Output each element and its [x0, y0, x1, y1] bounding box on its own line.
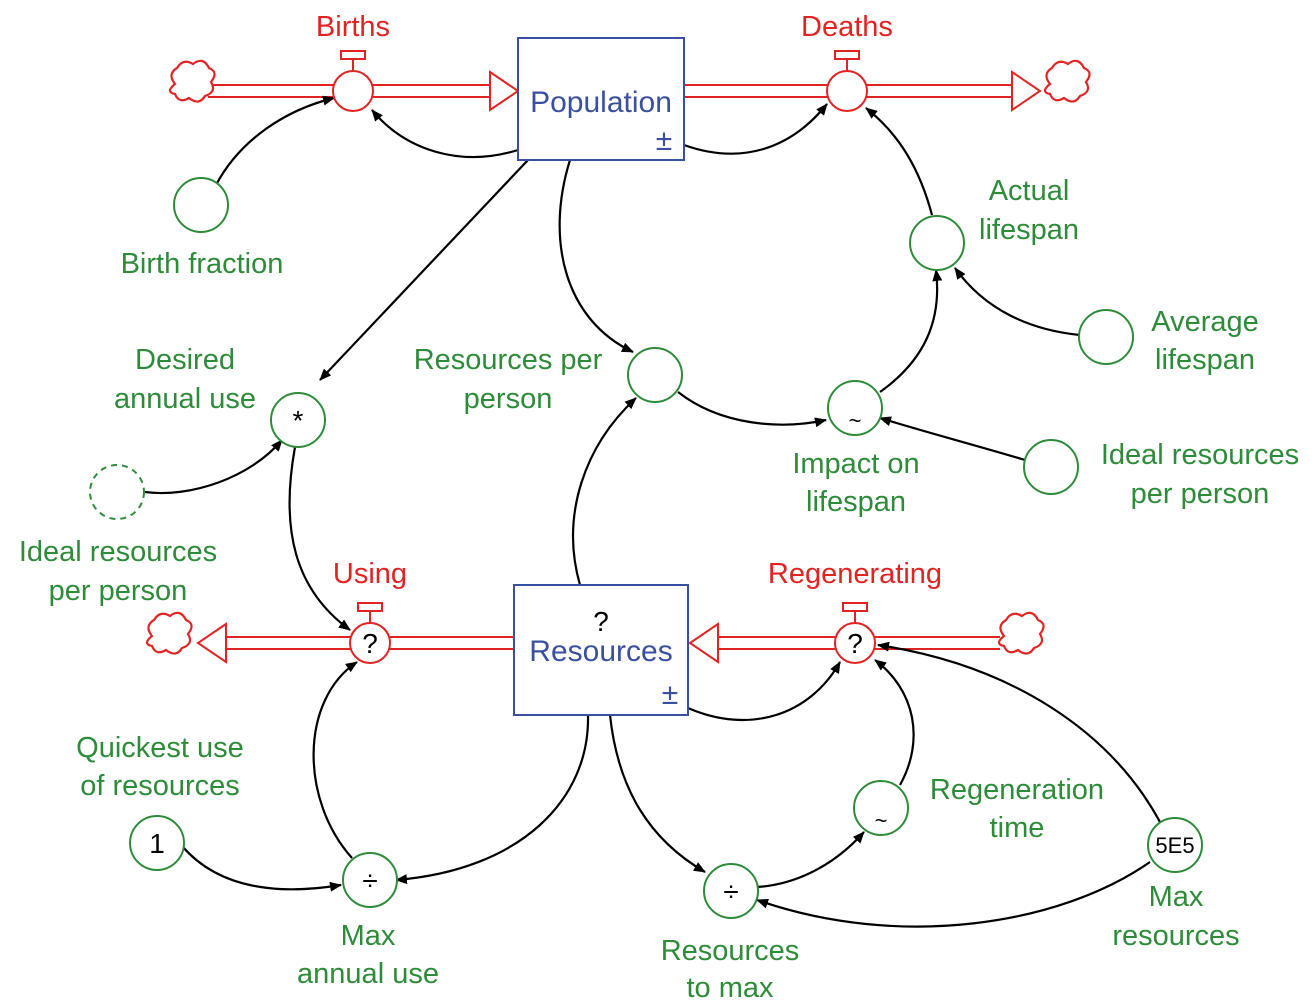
population-flag: ±	[656, 124, 672, 157]
resources-per-person-variable[interactable]: Resources per person	[414, 344, 683, 415]
quickest-use-label-1: Quickest use	[76, 732, 244, 764]
max-resources-label-1: Max	[1149, 881, 1204, 913]
resources-to-max-label-1: Resources	[661, 935, 800, 967]
max-resources-label-2: resources	[1112, 920, 1239, 952]
ideal-resources-shadow-label-1: Ideal resources	[19, 536, 217, 568]
regeneration-time-variable[interactable]: ~ Regeneration time	[853, 774, 1104, 844]
impact-on-lifespan-variable[interactable]: ~ Impact on lifespan	[792, 380, 920, 518]
impact-on-lifespan-label-1: Impact on	[792, 448, 919, 480]
desired-annual-use-label-1: Desired	[135, 344, 235, 376]
regenerating-label: Regenerating	[768, 558, 942, 590]
valve-icon	[834, 602, 876, 664]
regeneration-time-label-2: time	[990, 812, 1045, 844]
population-label: Population	[530, 86, 672, 119]
using-label: Using	[333, 558, 407, 590]
cloud-icon	[1043, 59, 1091, 103]
average-lifespan-variable[interactable]: Average lifespan	[1078, 306, 1259, 376]
desired-annual-use-label-2: annual use	[114, 383, 256, 415]
constant-value: 1	[149, 828, 165, 859]
valve-icon	[826, 50, 868, 112]
constant-value: 5E5	[1155, 833, 1194, 858]
resources-flag: ±	[662, 678, 678, 711]
max-annual-use-variable[interactable]: ÷ Max annual use	[297, 852, 439, 990]
valve-icon	[349, 602, 391, 664]
births-label: Births	[316, 11, 390, 43]
quickest-use-variable[interactable]: 1 Quickest use of resources	[76, 732, 244, 871]
ideal-resources-per-person-variable[interactable]: Ideal resources per person	[1023, 439, 1299, 510]
actual-lifespan-label-2: lifespan	[979, 214, 1079, 246]
max-annual-use-label-1: Max	[341, 920, 396, 952]
regenerating-valve[interactable]: ? Regenerating	[768, 558, 942, 664]
births-valve[interactable]: Births	[316, 11, 390, 112]
deaths-label: Deaths	[801, 11, 893, 43]
average-lifespan-label-1: Average	[1151, 306, 1259, 338]
resources-label: Resources	[529, 635, 672, 668]
actual-lifespan-variable[interactable]: Actual lifespan	[909, 175, 1079, 271]
resources-stock[interactable]: ? Resources ±	[513, 584, 689, 716]
resources-per-person-label-2: person	[464, 383, 553, 415]
resources-per-person-label-1: Resources per	[414, 344, 603, 376]
impact-on-lifespan-label-2: lifespan	[806, 486, 906, 518]
using-status: ?	[362, 628, 378, 659]
ideal-resources-shadow-label-2: per person	[49, 575, 188, 607]
desired-annual-use-variable[interactable]: * Desired annual use	[114, 344, 326, 448]
actual-lifespan-label-1: Actual	[989, 175, 1070, 207]
resources-status: ?	[593, 606, 609, 637]
links	[144, 95, 1161, 928]
regeneration-time-label-1: Regeneration	[930, 774, 1104, 806]
divide-icon: ÷	[362, 865, 377, 896]
cloud-icon	[997, 611, 1045, 655]
max-annual-use-label-2: annual use	[297, 958, 439, 990]
valve-icon	[332, 50, 374, 112]
quickest-use-label-2: of resources	[80, 770, 240, 802]
resources-to-max-label-2: to max	[686, 972, 774, 1001]
multiply-icon: *	[293, 405, 304, 436]
ideal-resources-right-label-1: Ideal resources	[1101, 439, 1299, 471]
cloud-icon	[145, 611, 193, 655]
deaths-valve[interactable]: Deaths	[801, 11, 893, 112]
cloud-icon	[168, 59, 216, 103]
average-lifespan-label-2: lifespan	[1155, 344, 1255, 376]
birth-fraction-variable[interactable]: Birth fraction	[121, 177, 284, 280]
ideal-resources-shadow-variable[interactable]: Ideal resources per person	[19, 464, 217, 607]
birth-fraction-label: Birth fraction	[121, 248, 284, 280]
regenerating-status: ?	[847, 628, 863, 659]
resources-to-max-variable[interactable]: ÷ Resources to max	[661, 863, 800, 1001]
divide-icon: ÷	[723, 876, 738, 907]
max-resources-variable[interactable]: 5E5 Max resources	[1112, 817, 1240, 952]
population-stock[interactable]: Population ±	[517, 37, 685, 161]
ideal-resources-right-label-2: per person	[1131, 478, 1270, 510]
graph-function-icon: ~	[849, 408, 862, 433]
using-valve[interactable]: ? Using	[333, 558, 407, 664]
graph-function-icon: ~	[875, 808, 888, 833]
